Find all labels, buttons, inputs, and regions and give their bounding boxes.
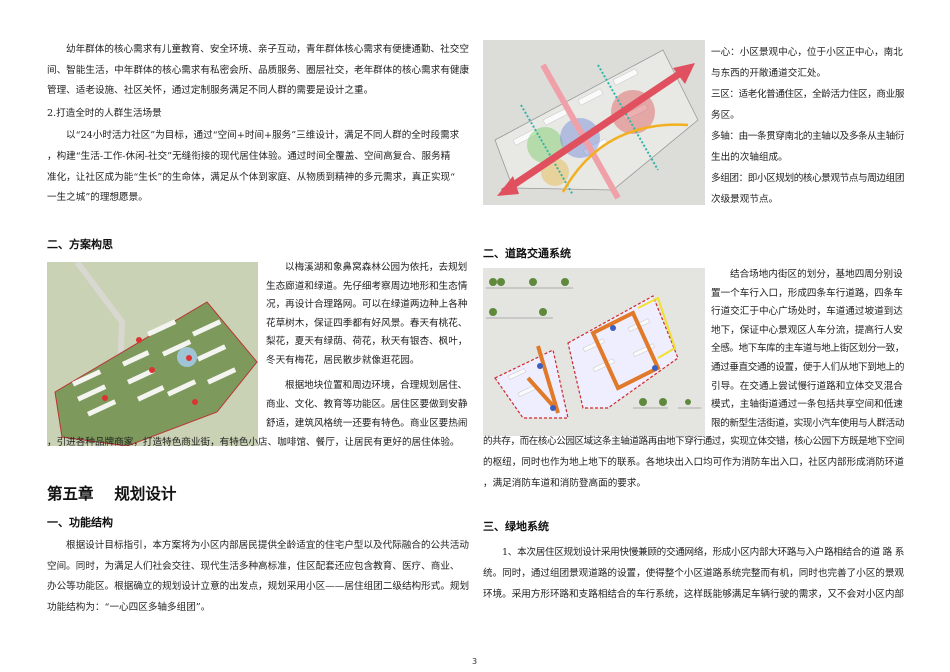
text-line: 通过垂直交通的设置，便于人们从地下到地上的 <box>711 361 905 373</box>
text-line: 限的新型生活街道，实现小汽车使用与人群活动 <box>711 417 905 429</box>
paragraph-road: 结合场地内街区的划分，基地四周分别设置一个车行入口，形成四条车行道路，四条车行道… <box>483 266 904 494</box>
text-line: ，引进各种品牌商家，打造特色商业街，有特色小店、咖啡馆、餐厅，让居民有更好的居住… <box>47 437 460 448</box>
structure-item-three-zones: 三区：适老化普通住区，全龄活力住区，商业服务区。 <box>711 85 904 126</box>
text-line: 次级景观节点。 <box>711 193 779 205</box>
text-line: 管理、适老设施、社区关怀，通过定制服务满足不同人群的需要是设计之重。 <box>47 85 374 97</box>
function-structure-diagram <box>483 40 705 205</box>
text-line: 办公等功能区。根据确立的规划设计立意的出发点，规划采用小区——居住组团二级结构形… <box>47 581 470 593</box>
text-line: 模式，主轴街道通过一条包括共享空间和低速 <box>711 399 903 411</box>
text-line: 梨花，夏天有绿荫、荷花，秋天有银杏、枫叶， <box>266 336 468 347</box>
text-line: 引导。在交通上尝试慢行道路和立体交叉混合 <box>711 380 903 392</box>
text-line: 间、智能生活，中年群体的核心需求有私密会所、品质服务、圈层社交，老年群体的核心需… <box>47 64 470 76</box>
text-line: 统。同时，通过组团景观道路的设置，使得整个小区道路系统完整而有机，同时也完善了小… <box>483 568 904 579</box>
text-line: 一心：小区景观中心，位于小区正中心，南北 <box>711 47 903 58</box>
structure-item-one-core: 一心：小区景观中心，位于小区正中心，南北与东西的开敞通道交汇处。 <box>711 43 903 84</box>
text-line: 地下，保证中心景观区人车分流，提高行人安 <box>711 324 903 336</box>
text-line: 全感。地下车库的主车道与地上街区划分一致， <box>711 343 905 355</box>
site-plan-image <box>47 262 258 446</box>
text-line: 生出的次轴组成。 <box>711 151 788 163</box>
structure-item-multi-axis: 多轴：由一条贯穿南北的主轴以及多条从主轴衍生出的次轴组成。 <box>711 127 904 168</box>
road-system-diagram <box>483 268 705 436</box>
text-line: 花草树木，保证四季都有好风景。春天有桃花、 <box>266 317 468 329</box>
paragraph-function: 根据设计目标指引，本方案将为小区内部居民提供全龄适宜的住宅户型以及代际融合的公共… <box>47 536 469 618</box>
section-heading-function: 一、功能结构 <box>47 516 113 529</box>
text-line: 功能结构为：“一心四区多轴多组团”。 <box>47 601 211 613</box>
text-line: 行道交汇于中心广场处时，车道通过坡道到达 <box>711 306 903 318</box>
text-line: 结合场地内街区的划分，基地四周分别设 <box>730 269 903 280</box>
text-line: 舒适，建筑风格统一还要有特色。商业区要热闹 <box>266 418 468 429</box>
text-line: 务区。 <box>711 109 740 121</box>
paragraph-zoning: 根据地块位置和周边环境，合理规划居住、商业、文化、教育等功能区。居住区要做到安静… <box>47 376 467 452</box>
text-line: 幼年群体的核心需求有儿童教育、安全环境、亲子互动，青年群体核心需求有便捷通勤、社… <box>66 44 469 55</box>
text-line: 空间。同时，为满足人们社会交往、现代生活多种高标准，住区配套还应包含教育、医疗、… <box>47 560 460 572</box>
section-heading-concept: 二、方案构思 <box>47 238 113 251</box>
paragraph-green: 1、本次居住区规划设计采用快慢兼顾的交通网络，形成小区内部大环路与入户路相结合的… <box>483 542 904 605</box>
chapter-title: 第五章 规划设计 <box>47 485 177 503</box>
text-line: 多组团：即小区规划的核心景观节点与周边组团 <box>711 173 905 184</box>
text-line: 的共存，而在核心公园区域这条主轴道路再由地下穿行通过，实现立体交错，核心公园下方… <box>483 436 904 448</box>
text-line: 商业、文化、教育等功能区。居住区要做到安静 <box>266 399 468 410</box>
text-line: 以梅溪湖和象鼻窝森林公园为依托，去规划 <box>285 262 468 273</box>
text-line: 环境。采用方形环路和支路相结合的车行系统，这样既能够满足车辆行驶的需求，又不会对… <box>483 589 904 600</box>
text-line: 1、本次居住区规划设计采用快慢兼顾的交通网络，形成小区内部大环路与入户路相结合的… <box>502 547 904 558</box>
text-line: 根据地块位置和周边环境，合理规划居住、 <box>285 380 468 391</box>
text-line: 三区：适老化普通住区，全龄活力住区，商业服 <box>711 89 905 100</box>
paragraph-ecology: 以梅溪湖和象鼻窝森林公园为依托，去规划生态廊道和绿道。先仔细考察周边地形和生态情… <box>266 259 467 370</box>
subheading-all-time-scenes: 2.打造全时的人群生活场景 <box>47 108 162 119</box>
section-heading-green: 三、绿地系统 <box>483 520 549 533</box>
text-line: ，满足消防车道和消防登高面的要求。 <box>483 477 647 489</box>
text-line: 多轴：由一条贯穿南北的主轴以及多条从主轴衍 <box>711 131 905 142</box>
paragraph-24h-community: 以“24小时活力社区”为目标，通过“空间+时间+服务”三维设计，满足不同人群的全… <box>47 126 459 209</box>
text-line: 置一个车行入口，形成四条车行道路，四条车 <box>711 287 903 299</box>
text-line: 与东西的开敞通道交汇处。 <box>711 67 827 79</box>
text-line: 根据设计目标指引，本方案将为小区内部居民提供全龄适宜的住宅户型以及代际融合的公共… <box>66 540 469 551</box>
text-line: 一生之城”的理想愿景。 <box>47 192 148 204</box>
text-line: 生态廊道和绿道。先仔细考察周边地形和生态情 <box>266 280 468 292</box>
structure-item-multi-cluster: 多组团：即小区规划的核心景观节点与周边组团次级景观节点。 <box>711 169 904 210</box>
intro-paragraph: 幼年群体的核心需求有儿童教育、安全环境、亲子互动，青年群体核心需求有便捷通勤、社… <box>47 40 469 102</box>
text-line: 以“24小时活力社区”为目标，通过“空间+时间+服务”三维设计，满足不同人群的全… <box>66 130 460 141</box>
page-number: 3 <box>472 657 478 666</box>
text-line: ，构建“生活-工作-休闲-社交”无缝衔接的现代居住体验。通过时间全覆盖、空间高复… <box>47 150 451 162</box>
text-line: 的枢纽，同时也作为地上地下的联系。各地块出入口均可作为消防车出入口，社区内部形成… <box>483 456 904 468</box>
text-line: 冬天有梅花，居民散步就像逛花园。 <box>266 354 420 366</box>
text-line: 况，再设计合理路网。可以在绿道两边种上各种 <box>266 299 468 310</box>
text-line: 准化，让社区成为能“生长”的生命体，满足从个体到家庭、从物质到精神的多元需求，真… <box>47 171 456 183</box>
section-heading-road: 二、道路交通系统 <box>483 247 571 260</box>
